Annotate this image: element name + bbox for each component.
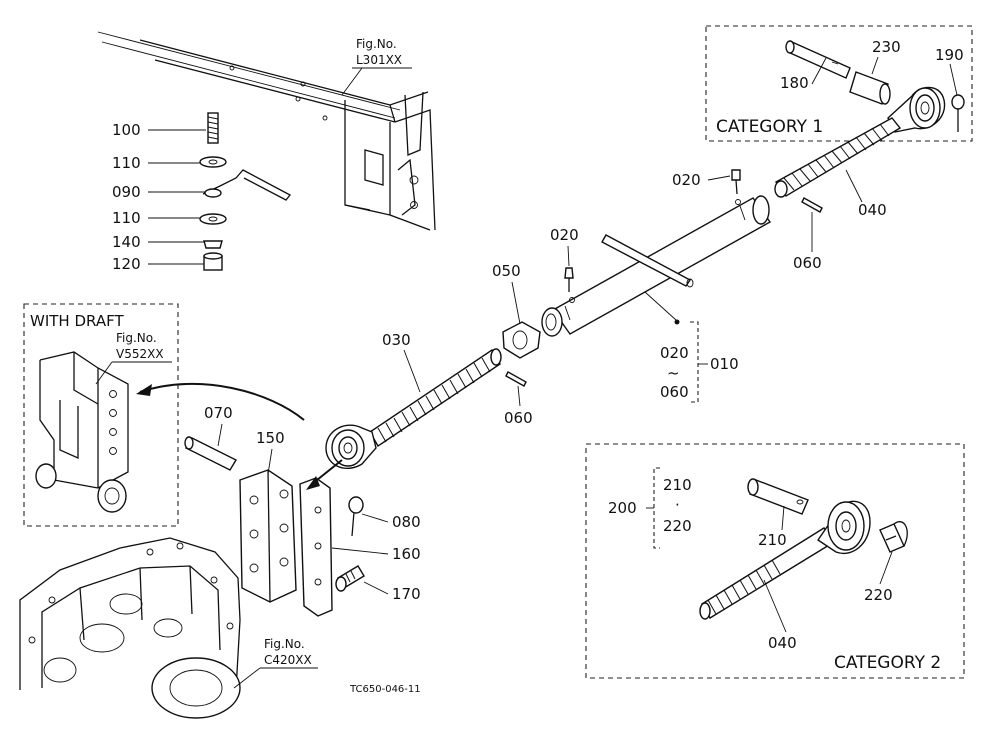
label-050: 050 [492, 262, 521, 280]
mounting-bracket [184, 436, 365, 617]
label-020-middle: 020 [550, 226, 579, 244]
category-2-box: CATEGORY 2 210 · 220 200 [585, 443, 965, 679]
fig-ref-housing-line1: Fig.No. [264, 637, 305, 651]
fig-ref-frame-line2: L301XX [356, 53, 402, 67]
transmission-housing [19, 537, 241, 719]
label-070: 070 [204, 404, 233, 422]
threaded-rod-040-upper [774, 117, 902, 198]
label-210-kit: 210 [663, 476, 692, 494]
category-1-callouts: 180 230 190 [780, 38, 964, 96]
category-1-title: CATEGORY 1 [716, 117, 823, 137]
fig-ref-draft-line1: Fig.No. [116, 331, 157, 345]
label-160: 160 [392, 545, 421, 563]
label-060-range-end: 060 [660, 383, 689, 401]
range-separator: ~ [667, 364, 680, 382]
rod-030-callouts: 030 060 [382, 331, 533, 427]
label-220: 220 [864, 586, 893, 604]
with-draft-title: WITH DRAFT [30, 312, 124, 330]
threaded-rod-030 [325, 348, 527, 469]
label-190: 190 [935, 46, 964, 64]
label-110-lower: 110 [112, 209, 141, 227]
fig-ref-frame: Fig.No. L301XX [341, 37, 412, 96]
drawing-code: TC650-046-11 [349, 684, 421, 695]
reference-dot [674, 319, 680, 325]
assembly-010-callout: 020 ~ 060 010 [660, 321, 739, 403]
turnbuckle-tube [541, 169, 823, 337]
dot-separator: · [675, 496, 680, 514]
label-200: 200 [608, 499, 637, 517]
label-100: 100 [112, 121, 141, 139]
label-220-kit: 220 [663, 517, 692, 535]
fig-ref-housing-line2: C420XX [264, 653, 312, 667]
label-110-upper: 110 [112, 154, 141, 172]
label-060-lower: 060 [504, 409, 533, 427]
lock-nut-050: 050 [492, 262, 541, 359]
label-080: 080 [392, 513, 421, 531]
label-040-lower: 040 [768, 634, 797, 652]
label-170: 170 [392, 585, 421, 603]
label-010: 010 [710, 355, 739, 373]
bolt-stack-callouts: 100 110 090 110 140 120 [112, 121, 206, 273]
category-2-callouts: 210 220 040 [758, 505, 893, 652]
tube-callouts: 020 020 060 [550, 171, 822, 325]
label-040-upper: 040 [858, 201, 887, 219]
fig-ref-draft-line2: V552XX [116, 347, 164, 361]
label-090: 090 [112, 183, 141, 201]
upper-rod-callouts: 040 [845, 169, 887, 219]
fig-ref-housing: Fig.No. C420XX [233, 637, 318, 689]
label-030: 030 [382, 331, 411, 349]
with-draft-box: WITH DRAFT Fig.No. V552XX [23, 303, 179, 527]
category-1-box: CATEGORY 1 [705, 25, 973, 142]
label-150: 150 [256, 429, 285, 447]
fig-ref-frame-line1: Fig.No. [356, 37, 397, 51]
tractor-frame-drawing [97, 31, 436, 231]
category-2-title: CATEGORY 2 [834, 653, 941, 673]
label-060-right: 060 [793, 254, 822, 272]
label-180: 180 [780, 74, 809, 92]
label-120: 120 [112, 255, 141, 273]
label-230: 230 [872, 38, 901, 56]
draft-arrow [136, 382, 305, 421]
bolt-stack [199, 112, 291, 271]
label-020-range-start: 020 [660, 344, 689, 362]
bracket-callouts: 070 150 080 160 170 [204, 404, 421, 603]
label-210: 210 [758, 531, 787, 549]
label-140: 140 [112, 233, 141, 251]
label-020-upper: 020 [672, 171, 701, 189]
